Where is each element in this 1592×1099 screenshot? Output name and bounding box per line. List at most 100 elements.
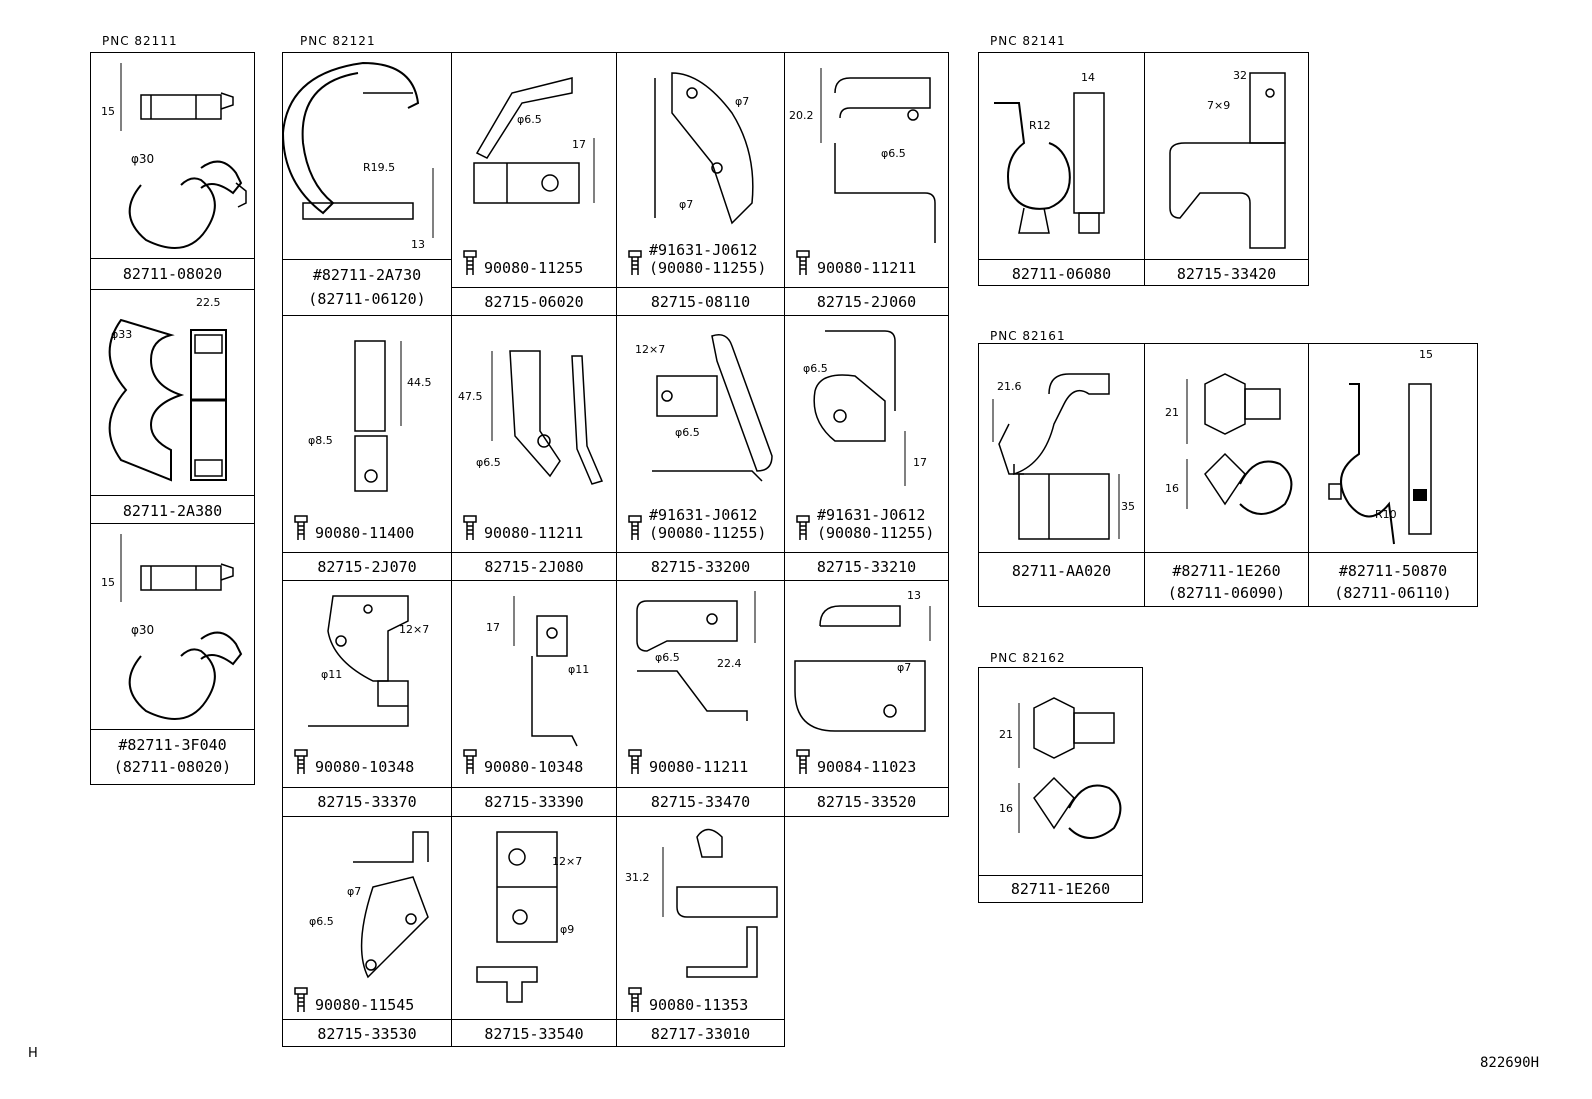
bracket-illustration: φ6.5 17	[473, 77, 595, 204]
part-cell-82715-2J060: 20.2 φ6.5 90080-11211 82715-2J060	[784, 52, 949, 316]
dim-12x7: 12×7	[552, 855, 582, 868]
part-cell-82711-1E260: 21 16 82711-1E260	[978, 667, 1143, 903]
part-number: 82715-33370	[317, 793, 417, 811]
bolt-callout: 90080-11545	[291, 986, 414, 1014]
part-number-alt: (82711-06120)	[308, 290, 426, 308]
pnc-82111-label: PNC 82111	[102, 34, 178, 48]
bolt-number: #91631-J0612	[649, 506, 758, 524]
dim-44-5: 44.5	[407, 376, 432, 389]
part-number: 82715-08110	[650, 293, 751, 311]
separator	[617, 787, 784, 788]
bolt-icon	[294, 987, 308, 1012]
separator	[283, 1019, 451, 1020]
part-number: 82715-33200	[650, 558, 751, 576]
dim-phi9: φ9	[560, 923, 574, 936]
dim-12x7: 12×7	[399, 623, 429, 636]
dim-22-5: 22.5	[196, 296, 221, 309]
separator	[91, 495, 254, 496]
dim-r19-5: R19.5	[363, 161, 395, 174]
bracket-illustration: 12×7 φ11	[308, 595, 429, 727]
part-number: 82711-AA020	[1011, 562, 1112, 580]
bolt-icon	[294, 749, 308, 774]
part-cell-82715-33530: φ7 φ6.5 90080-11545 82715-33530	[282, 816, 452, 1047]
part-cell-82715-06020: φ6.5 17 90080-11255 82715-06020	[451, 52, 617, 316]
bolt-number: 90080-11400	[315, 524, 415, 542]
bracket-illustration: φ7 φ6.5	[309, 831, 429, 979]
clip-illustration: 21 16	[999, 697, 1122, 839]
part-number: #82711-2A730	[312, 266, 422, 284]
part-number: 82711-1E260	[1010, 880, 1111, 898]
part-cell-82715-2J080: 47.5 φ6.5 90080-11211 82715-2J080	[451, 315, 617, 581]
dim-22-4: 22.4	[717, 657, 742, 670]
dim-7x9: 7×9	[1207, 99, 1230, 112]
clip-illustration: R12 14	[994, 71, 1105, 234]
separator	[785, 287, 948, 288]
clip-illustration: φ33 22.5	[108, 296, 227, 482]
pnc-82162-label: PNC 82162	[990, 651, 1066, 665]
bolt-icon	[463, 250, 477, 275]
part-cell-82711-3F040: 15 φ30 #82711-3F040 (82711-08020)	[90, 523, 255, 785]
dim-15: 15	[101, 576, 115, 589]
bolt-callout: #91631-J0612(90080-11255)	[625, 241, 766, 277]
dim-phi7: φ7	[679, 198, 693, 211]
dim-20-2: 20.2	[789, 109, 814, 122]
clip-illustration: 15 φ30	[101, 63, 247, 249]
bolt-number: #91631-J0612	[817, 506, 926, 524]
part-cell-82711-1E260-alt: 21 16 #82711-1E260 (82711-06090)	[1144, 343, 1309, 607]
part-number: 82715-2J080	[484, 558, 584, 576]
dim-phi30: φ30	[131, 152, 154, 166]
bolt-icon	[463, 749, 477, 774]
dim-14: 14	[1081, 71, 1095, 84]
bracket-illustration: 17 φ11	[486, 596, 589, 747]
page-mark: H	[28, 1046, 38, 1061]
dim-32: 32	[1233, 69, 1247, 82]
dim-15: 15	[1419, 348, 1433, 361]
part-number: 82715-33530	[317, 1025, 417, 1043]
separator	[283, 259, 451, 260]
separator	[91, 258, 254, 259]
part-number-alt: (82711-08020)	[113, 758, 232, 776]
part-cell-82715-08110: φ7 φ7 #91631-J0612(90080-11255) 82715-08…	[616, 52, 785, 316]
dim-17: 17	[913, 456, 927, 469]
dim-phi8-5: φ8.5	[308, 434, 333, 447]
bolt-callout: 90080-11400	[291, 514, 414, 542]
part-cell-82717-33010: 31.2 90080-11353 82717-33010	[616, 816, 785, 1047]
dim-phi6-5: φ6.5	[517, 113, 542, 126]
bracket-illustration: φ6.5 17	[803, 330, 927, 486]
dim-16: 16	[1165, 482, 1179, 495]
part-cell-82715-33470: φ6.5 22.4 90080-11211 82715-33470	[616, 580, 785, 817]
part-cell-82711-AA020: 21.6 35 82711-AA020	[978, 343, 1145, 607]
bolt-number: 90080-11255	[484, 259, 584, 277]
dim-17: 17	[486, 621, 500, 634]
part-number: 82711-2A380	[122, 502, 223, 520]
clip-illustration: 21 16	[1165, 373, 1293, 515]
separator	[1309, 552, 1477, 553]
bolt-icon	[628, 515, 642, 540]
separator	[617, 1019, 784, 1020]
dim-13: 13	[907, 589, 921, 602]
bolt-callout: #91631-J0612(90080-11255)	[793, 506, 934, 542]
part-number: 82715-33520	[816, 793, 917, 811]
part-cell-82715-33200: 12×7 φ6.5 #91631-J0612(90080-11255) 8271…	[616, 315, 785, 581]
bolt-number-alt: (90080-11255)	[649, 259, 767, 277]
dim-17: 17	[572, 138, 586, 151]
part-number: 82711-06080	[1011, 265, 1112, 283]
bolt-callout: 90080-11353	[625, 986, 748, 1014]
part-number: 82715-2J060	[816, 293, 917, 311]
separator	[617, 552, 784, 553]
bolt-icon	[796, 515, 810, 540]
dim-phi6-5: φ6.5	[881, 147, 906, 160]
separator	[785, 552, 948, 553]
bolt-number: 90080-11211	[484, 524, 584, 542]
bracket-illustration: 31.2	[625, 828, 778, 978]
separator	[283, 552, 451, 553]
part-number: 82715-06020	[484, 293, 584, 311]
bolt-icon	[628, 987, 642, 1012]
dim-16: 16	[999, 802, 1013, 815]
bracket-illustration: 13 φ7	[794, 589, 931, 732]
part-number: 82715-33420	[1176, 265, 1277, 283]
bolt-callout: 90080-11211	[625, 748, 748, 776]
separator	[452, 552, 616, 553]
dim-phi6-5: φ6.5	[803, 362, 828, 375]
bolt-number: 90084-11023	[817, 758, 917, 776]
